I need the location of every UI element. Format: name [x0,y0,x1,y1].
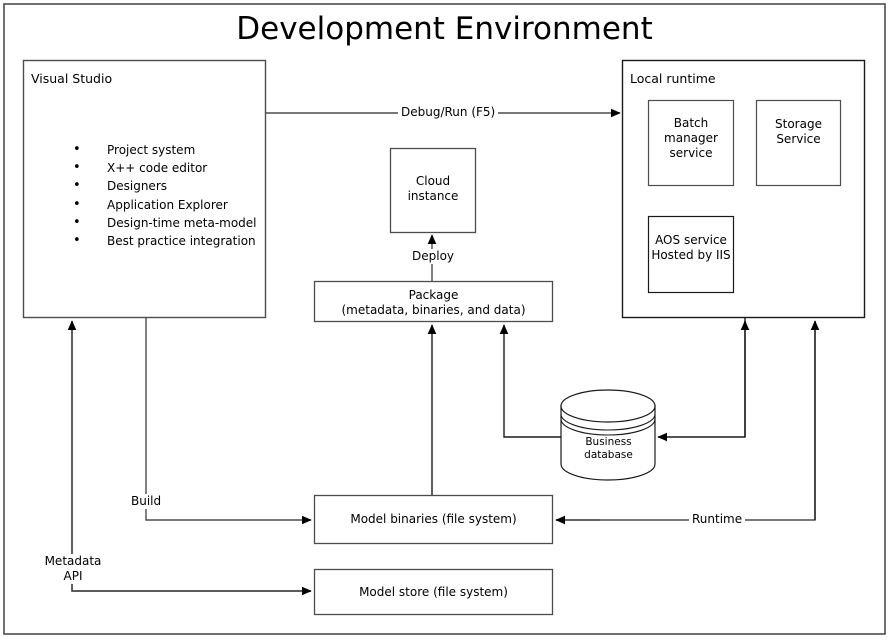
debug-run-connector-label: Debug/Run (F5) [398,105,499,120]
model-binaries-label: Model binaries (file system) [350,512,517,526]
batch-manager-service-box[interactable] [647,99,735,187]
page-title: Development Environment [236,11,653,47]
package-line2: (metadata, binaries, and data) [341,303,526,317]
batch-manager-service-line2: manager [664,131,718,145]
business-database-cylinder[interactable] [560,389,656,481]
storage-service-label: Storage Service [756,117,841,147]
list-item: Application Explorer [73,195,257,215]
storage-service-line1: Storage [775,117,822,131]
aos-service-line2: Hosted by IIS [651,248,731,262]
local-runtime-title: Local runtime [630,71,716,86]
metadata-api-line2: API [63,569,83,583]
cloud-instance-box[interactable] [389,147,477,234]
batch-manager-service-line3: service [669,146,713,160]
cloud-instance-label: Cloud instance [390,174,476,204]
metadata-api-connector-label: Metadata API [34,554,112,584]
deploy-connector-label: Deploy [409,249,458,264]
batch-manager-service-line1: Batch [673,116,709,130]
metadata-api-line1: Metadata [44,554,102,568]
database-to-package-connector [499,324,561,438]
cloud-instance-line2: instance [407,189,459,203]
storage-service-box[interactable] [755,99,842,187]
list-item: Best practice integration [73,231,257,251]
build-connector-label: Build [128,494,165,509]
list-item: X++ code editor [73,158,257,178]
runtime-connector-label: Runtime [689,512,746,527]
list-item: Designers [73,176,257,196]
storage-service-line2: Service [776,132,821,146]
list-item: Design-time meta-model [73,213,257,233]
aos-service-line1: AOS service [655,233,727,247]
package-box[interactable] [313,280,554,323]
model-store-label: Model store (file system) [359,585,508,599]
aos-service-label: AOS service Hosted by IIS [645,233,737,263]
cloud-instance-line1: Cloud [415,174,451,188]
business-database-label: Business database [562,436,655,462]
visual-studio-feature-list: Project system X++ code editor Designers… [57,140,257,251]
runtime-connector [555,320,820,525]
aos-service-box[interactable] [647,215,735,294]
build-connector [145,318,312,525]
package-label: Package (metadata, binaries, and data) [314,288,553,318]
model-binaries-box[interactable] [313,494,554,545]
business-database-line2: database [584,449,633,462]
batch-manager-service-label: Batch manager service [648,116,734,161]
business-database-line1: Business [585,436,632,448]
package-line1: Package [408,288,459,302]
list-item: Project system [73,140,257,160]
metadata-api-connector [67,320,312,596]
visual-studio-title: Visual Studio [31,71,113,86]
model-store-box[interactable] [313,568,554,616]
